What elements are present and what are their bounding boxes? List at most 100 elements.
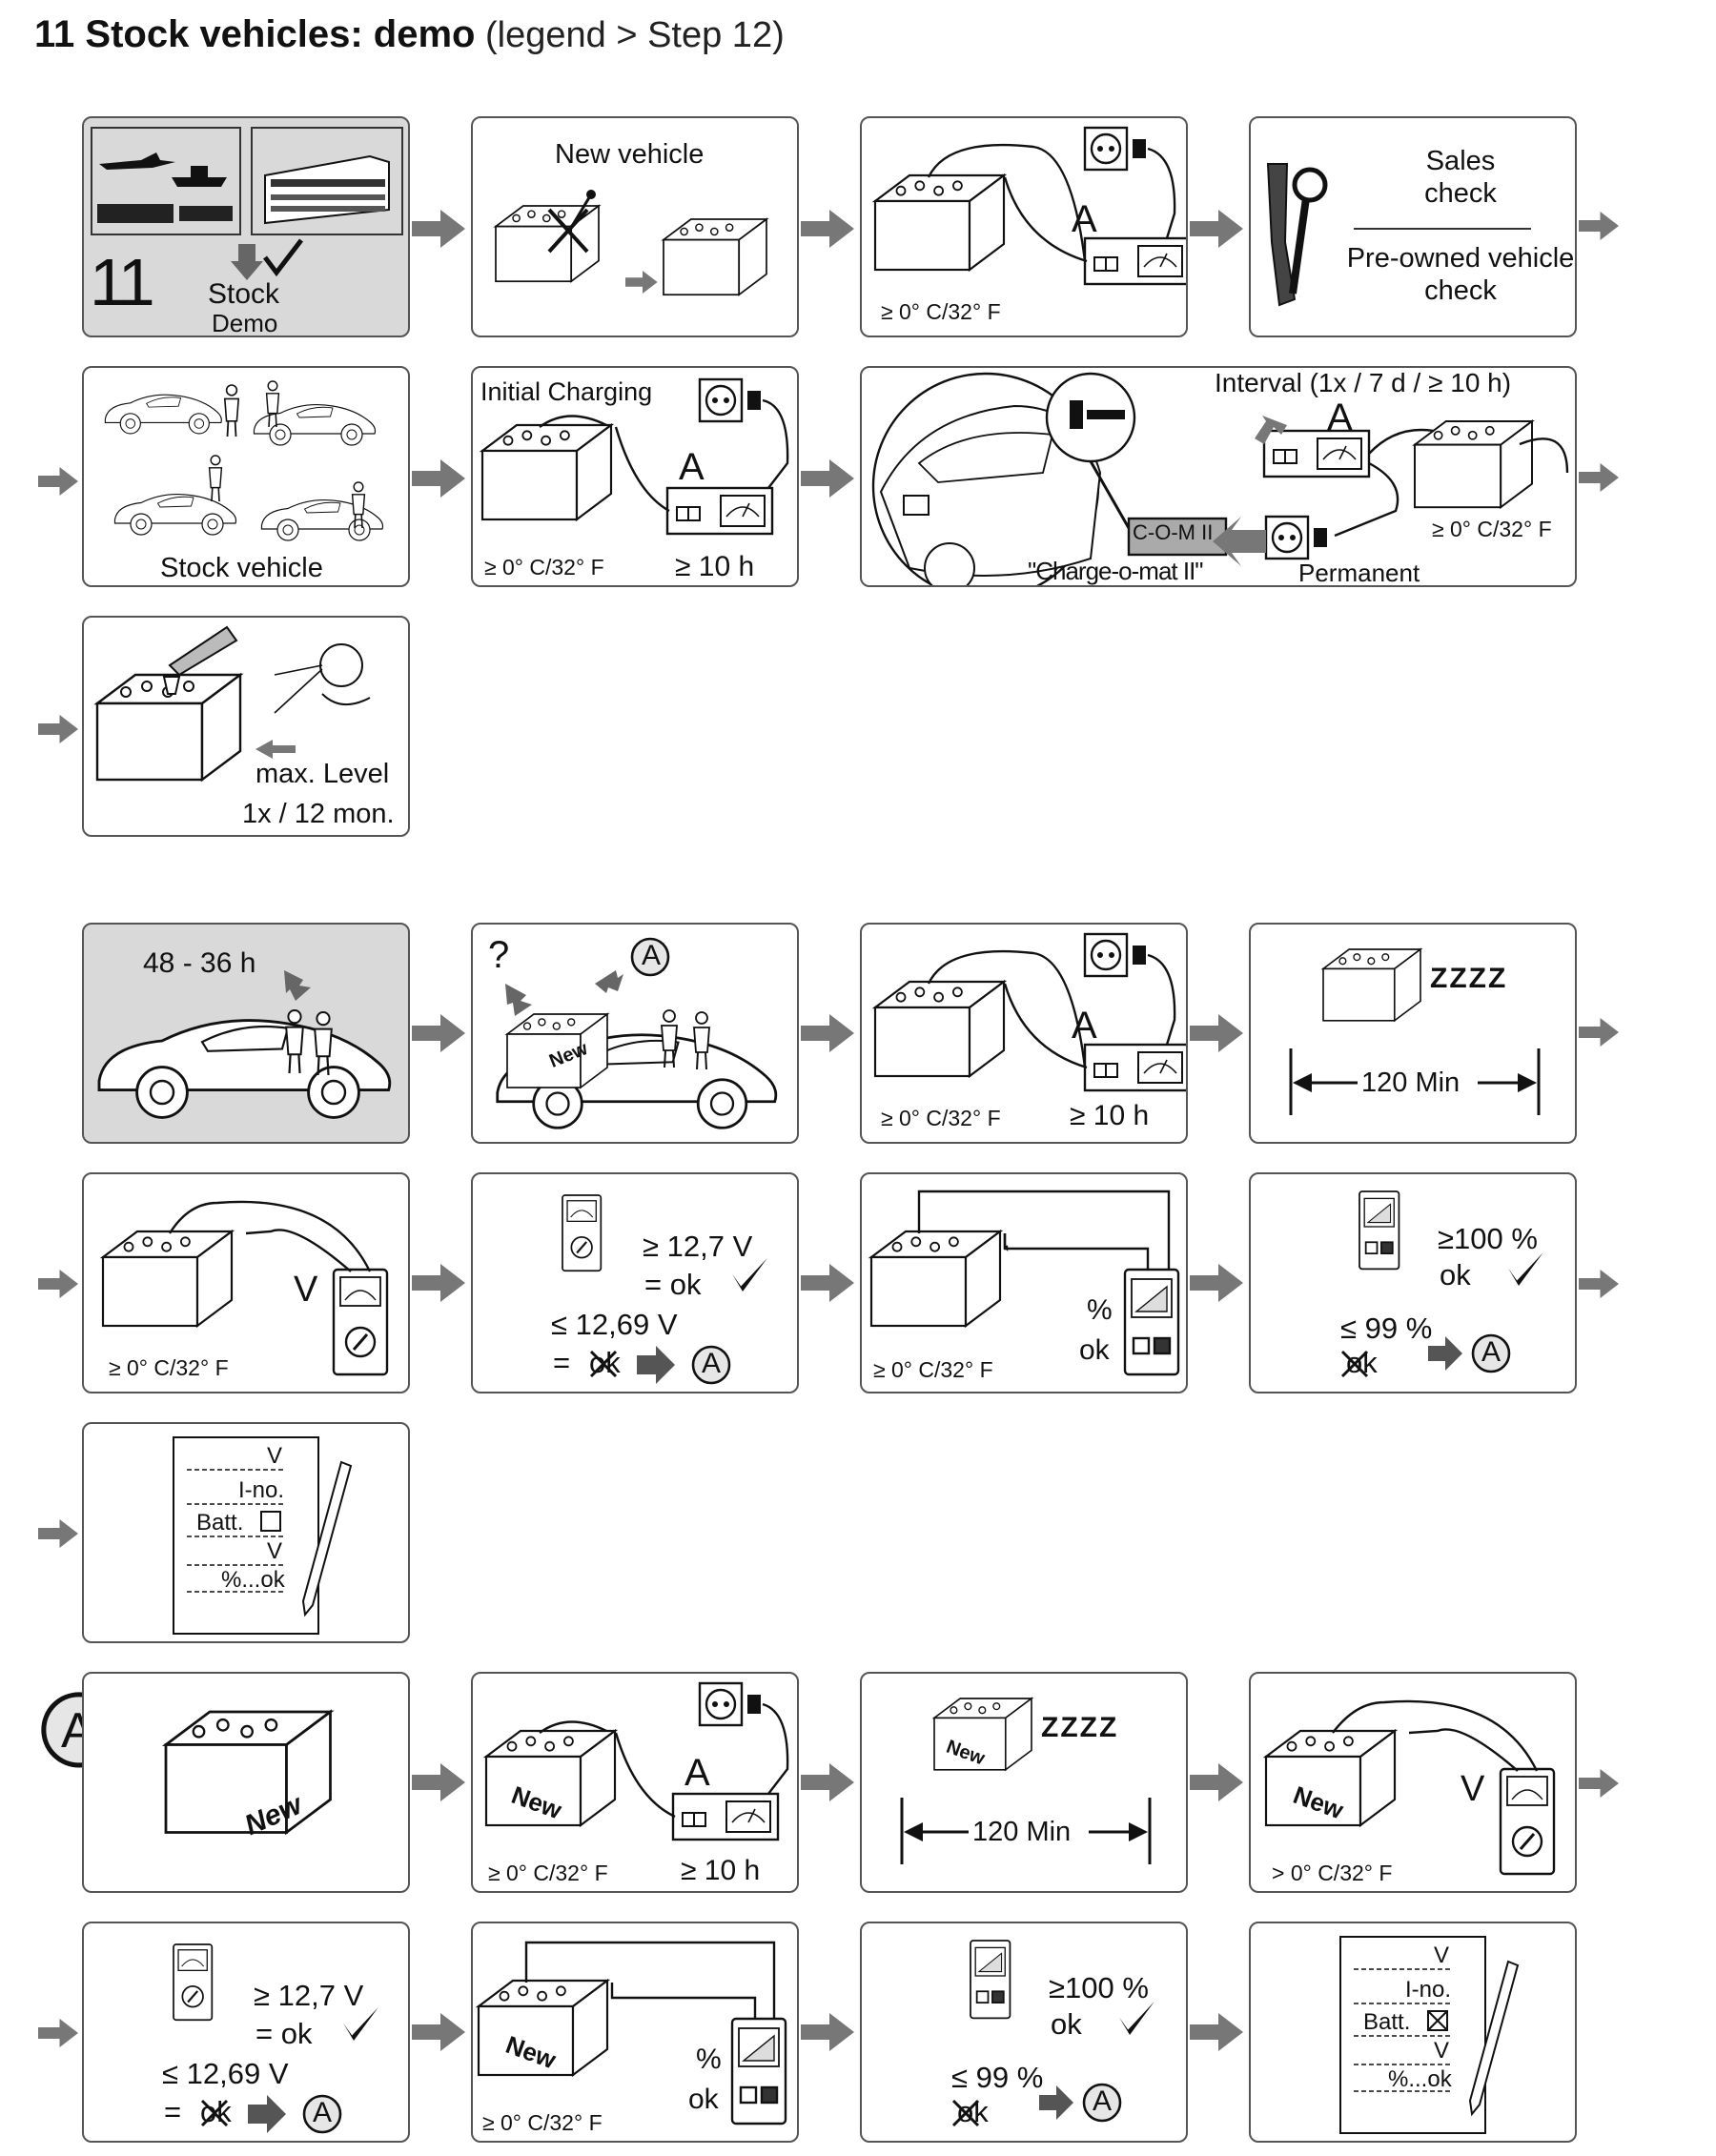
flow-arrow: [801, 1264, 854, 1302]
flow-arrow: [1579, 1769, 1619, 1798]
ok-label: ok: [1051, 2007, 1082, 2041]
flow-arrow: [412, 1014, 465, 1052]
form-v2-label: V: [1434, 2038, 1450, 2064]
sleep-label: ZZZZ: [1041, 1712, 1119, 1743]
temp-label: ≥ 0° C/32° F: [881, 1106, 1001, 1130]
form-ino-label: I-no.: [1405, 1977, 1452, 2003]
form-batt-label: Batt.: [1363, 2009, 1411, 2035]
permanent-label: Permanent: [1298, 559, 1420, 587]
step-test-evaluate: ≥100 % ok ≤ 99 % ok A: [1249, 1172, 1577, 1393]
form-batt-label: Batt.: [196, 1510, 244, 1536]
step-new-charge: New A ≥ 0° C/32° F ≥ 10 h: [471, 1672, 799, 1893]
preowned-check-label: Pre-owned vehicle check: [1346, 243, 1575, 306]
circle-a-label: A: [313, 2097, 333, 2128]
amp-label: A: [679, 446, 705, 488]
ok-crossed-label: ok: [200, 2095, 232, 2128]
transport-icon: [91, 127, 403, 280]
flow-arrow: [801, 210, 854, 248]
flow-arrow: [38, 2019, 78, 2047]
interval-label: Interval (1x / 7 d / ≥ 10 h): [1215, 368, 1512, 397]
flow-arrow: [1190, 210, 1243, 248]
step-new-rest: New ZZZZ 120 Min: [860, 1672, 1188, 1893]
step-sales-check: Sales check Pre-owned vehicle check: [1249, 116, 1577, 337]
form-ino-label: I-no.: [238, 1477, 285, 1503]
ok-crossed-label: ok: [589, 1346, 621, 1379]
flow-arrow: [412, 1264, 465, 1302]
hours-label: 48 - 36 h: [143, 947, 256, 979]
step-new-vehicle: New vehicle: [471, 116, 799, 337]
percent-label: %: [1087, 1294, 1113, 1326]
step-voltage-evaluate: ≥ 12,7 V = ok ≤ 12,69 V = ok A: [471, 1172, 799, 1393]
wait-label: 120 Min: [972, 1817, 1072, 1847]
flow-arrow: [38, 1519, 78, 1548]
sales-check-label: Sales check: [1424, 146, 1497, 209]
temp-label: ≥ 0° C/32° F: [1432, 517, 1552, 541]
flow-arrow: [1579, 1270, 1619, 1298]
flow-arrow: [38, 467, 78, 496]
circle-a-label: A: [1481, 1336, 1502, 1368]
flow-arrow: [1579, 212, 1619, 240]
ok-crossed-label: ok: [1346, 1346, 1378, 1379]
car-handover-illustration: [97, 970, 392, 1119]
step-voltage-measure: V ≥ 0° C/32° F: [82, 1172, 410, 1393]
step-new-battery: New: [82, 1672, 410, 1893]
flow-arrow: [412, 2013, 465, 2051]
time-label: ≥ 10 h: [681, 1855, 761, 1886]
step-new-record-form: V I-no. Batt. V %...ok: [1249, 1922, 1577, 2143]
charge-illustration: [873, 126, 1186, 286]
step-new-battery-check: ? New A: [471, 923, 799, 1144]
voltage-ok-label: ≥ 12,7 V: [254, 1979, 364, 2012]
test-evaluate-illustration: [1340, 1190, 1543, 1378]
circle-a-label: A: [702, 1348, 722, 1379]
percent-ok-label: ≥100 %: [1049, 1971, 1149, 2004]
step-new-test-evaluate: ≥100 % ok ≤ 99 % ok A: [860, 1922, 1188, 2143]
temp-label: ≥ 0° C/32° F: [873, 1357, 993, 1382]
charge-illustration: [873, 932, 1186, 1092]
wait-label: 120 Min: [1361, 1068, 1461, 1098]
stock-vehicle-caption: Stock vehicle: [160, 553, 323, 583]
amp-label: A: [684, 1752, 710, 1794]
step-initial-charging: Initial Charging A ≥ 0° C/32° F ≥ 10 h: [471, 366, 799, 587]
step-number: 11: [90, 245, 155, 319]
record-form-illustration: [173, 1436, 353, 1635]
form-v1-label: V: [267, 1443, 283, 1469]
flow-arrow: [801, 2013, 854, 2051]
temp-label: ≥ 0° C/32° F: [482, 2110, 603, 2135]
record-form-illustration: [1339, 1936, 1520, 2134]
voltage-low-label: ≤ 12,69 V: [162, 2057, 289, 2090]
voltage-ok-label: ≥ 12,7 V: [643, 1230, 753, 1263]
voltage-evaluate-illustration: [561, 1193, 767, 1385]
flow-arrow: [38, 715, 78, 743]
percent-label: %: [696, 2044, 722, 2075]
flow-arrow: [801, 459, 854, 498]
tools-icon: [1266, 163, 1531, 307]
step-new-voltage: New V > 0° C/32° F: [1249, 1672, 1577, 1893]
flow-arrow: [801, 1014, 854, 1052]
new-vehicle-title: New vehicle: [555, 139, 705, 170]
flow-arrow: [1190, 1014, 1243, 1052]
flow-arrow: [1190, 1264, 1243, 1302]
new-battery-illustration: [164, 1710, 332, 1834]
voltage-measure-illustration: [101, 1200, 389, 1376]
percent-low-label: ≤ 99 %: [951, 2061, 1044, 2094]
equals-ok-label: = ok: [644, 1268, 702, 1301]
voltage-low-label: ≤ 12,69 V: [551, 1308, 678, 1341]
rest-illustration: [900, 1698, 1152, 1864]
step-new-voltage-evaluate: ≥ 12,7 V = ok ≤ 12,69 V = ok A: [82, 1922, 410, 2143]
com-device-label: C-O-M II: [1133, 520, 1214, 544]
charge-illustration: [480, 377, 789, 536]
flow-arrow: [412, 1763, 465, 1801]
page-title: 11 Stock vehicles: demo (legend > Step 1…: [34, 13, 785, 55]
step-charge: A ≥ 0° C/32° F: [860, 116, 1188, 337]
ok-crossed-label: ok: [957, 2095, 989, 2128]
form-pctok-label: %...ok: [1388, 2066, 1452, 2092]
temp-label: ≥ 0° C/32° F: [484, 555, 604, 580]
step-record-form: V I-no. Batt. V %...ok: [82, 1422, 410, 1643]
frequency-label: 1x / 12 mon.: [242, 799, 395, 829]
battery-test-illustration: [869, 1190, 1180, 1376]
time-label: ≥ 10 h: [675, 551, 755, 582]
step-charge-o-mat: Interval (1x / 7 d / ≥ 10 h) A C-O-M II …: [860, 366, 1577, 587]
electrolyte-illustration: [95, 625, 371, 782]
flow-arrow: [1190, 2013, 1243, 2051]
circle-a-label: A: [1093, 2085, 1113, 2117]
